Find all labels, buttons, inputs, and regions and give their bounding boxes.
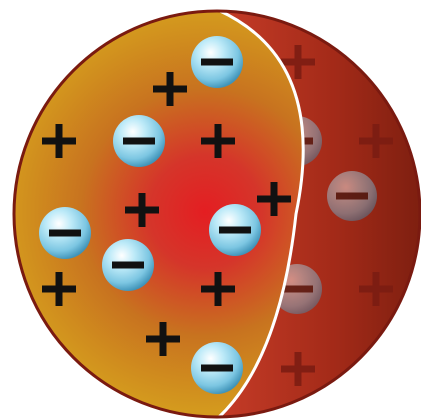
minus-sign-icon bbox=[336, 193, 368, 200]
faded-electron-2 bbox=[327, 171, 377, 221]
electron-2 bbox=[113, 115, 165, 167]
electron-4 bbox=[102, 239, 154, 291]
minus-sign-icon bbox=[201, 365, 233, 372]
minus-sign-icon bbox=[123, 138, 155, 145]
minus-sign-icon bbox=[281, 286, 313, 293]
electron-3 bbox=[39, 207, 91, 259]
electron-1 bbox=[191, 36, 243, 88]
minus-sign-icon bbox=[201, 59, 233, 66]
minus-sign-icon bbox=[49, 230, 81, 237]
minus-sign-icon bbox=[112, 262, 144, 269]
minus-sign-icon bbox=[219, 227, 251, 234]
electron-6 bbox=[191, 342, 243, 394]
electron-5 bbox=[209, 204, 261, 256]
